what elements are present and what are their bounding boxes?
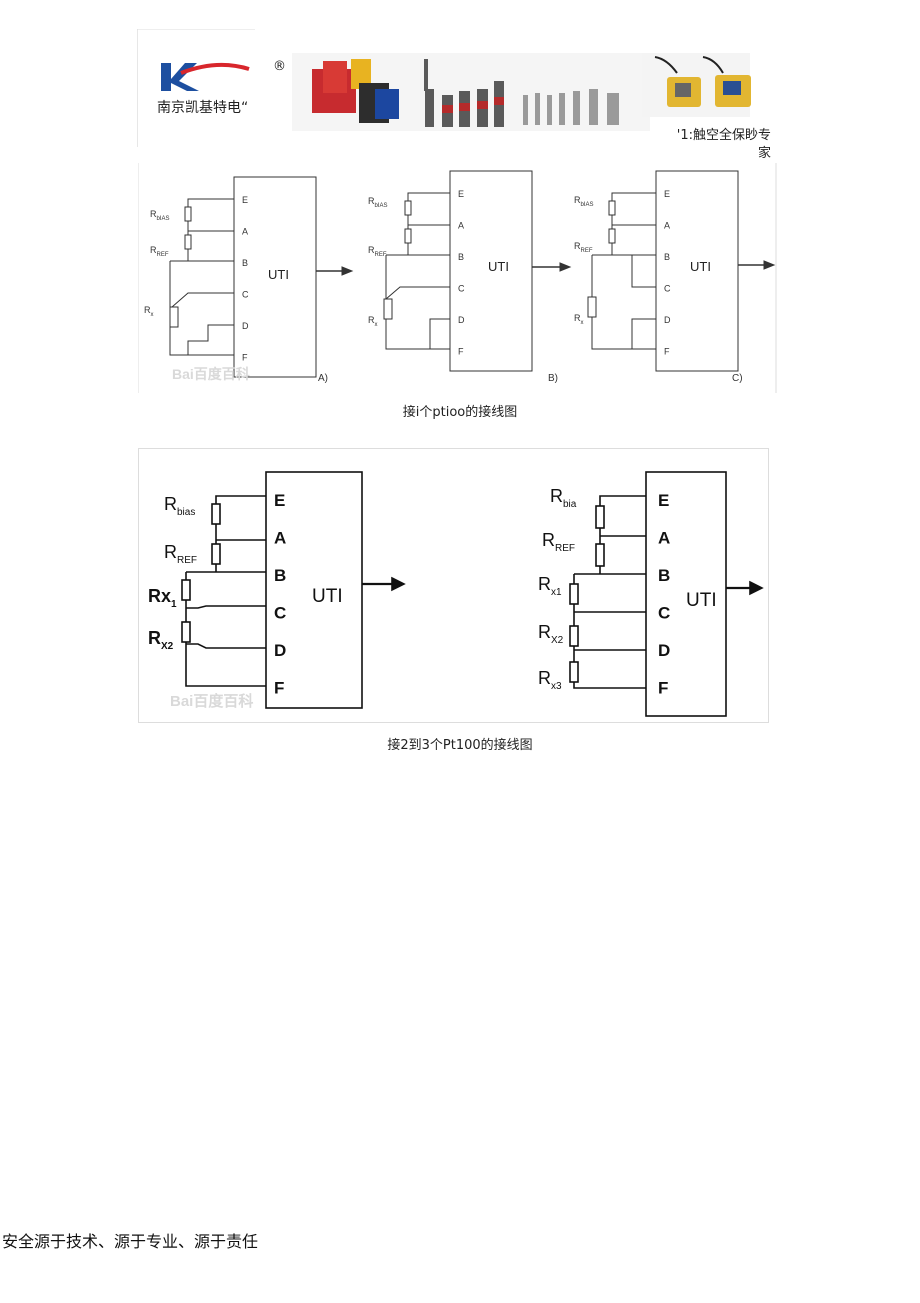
panel-label: B) <box>548 373 558 384</box>
slogan-line1: '1:触空全保眇专 <box>676 128 771 143</box>
baidu-watermark: Bai百度百科 <box>172 366 250 382</box>
figure-one-pt100-wiring: E A B C D F UTI A) RbIAS RREF Rx E A B C D F UTI B) RbIAS RR… <box>138 163 778 395</box>
terminal-b: B <box>274 566 286 585</box>
footer-slogan: 安全源于技术、源于专业、源于责任 <box>2 1232 259 1251</box>
panel-label: C) <box>732 373 743 384</box>
product-photos <box>292 53 650 131</box>
terminal-e: E <box>458 189 464 199</box>
terminal-b: B <box>658 566 670 585</box>
r-bias-label: RbIAS <box>574 195 594 208</box>
baidu-watermark: Bai百度百科 <box>170 692 253 710</box>
terminal-d: D <box>242 321 249 331</box>
r-x-label: Rx <box>368 315 378 328</box>
uti-block-a <box>233 176 317 378</box>
uti-block-c <box>655 170 739 372</box>
terminal-a: A <box>458 221 464 231</box>
terminal-f: F <box>664 347 670 357</box>
company-logo <box>161 62 250 91</box>
terminal-d: D <box>658 641 670 660</box>
sensor-photos <box>642 53 751 117</box>
terminal-b: B <box>458 252 464 262</box>
r-x-label: Rx <box>144 305 154 318</box>
left-resistor-label: Rx1 <box>148 586 177 610</box>
r-x-label: Rx <box>574 313 584 326</box>
terminal-d: D <box>458 315 465 325</box>
uti-block-left <box>265 471 363 709</box>
terminal-d: D <box>664 315 671 325</box>
uti-block-b <box>449 170 533 372</box>
company-header: 南京凯基特电“ ® '1:触空全保眇专 家 <box>137 29 771 161</box>
r-ref-label: RREF <box>574 241 593 254</box>
left-resistor-label: RREF <box>164 542 197 566</box>
uti-label: UTI <box>690 259 711 274</box>
terminal-a: A <box>664 221 670 231</box>
uti-label: UTI <box>686 590 717 611</box>
r-bias-label: RbIAS <box>150 209 170 222</box>
terminal-c: C <box>664 284 671 294</box>
figure-one-caption: 接i个ptioo的接线图 <box>402 405 518 420</box>
terminal-c: C <box>242 290 249 300</box>
terminal-d: D <box>274 641 286 660</box>
terminal-b: B <box>242 258 248 268</box>
terminal-e: E <box>658 491 669 510</box>
figure-two-caption: 接2到3个Pt100的接线图 <box>387 738 533 753</box>
terminal-c: C <box>658 604 670 623</box>
right-resistor-label: Rx3 <box>538 668 562 692</box>
slogan-line2: 家 <box>757 146 771 161</box>
right-resistor-label: Rx1 <box>538 574 562 598</box>
terminal-e: E <box>664 189 670 199</box>
terminal-a: A <box>242 227 248 237</box>
terminal-c: C <box>274 604 286 623</box>
right-resistor-label: Rbia <box>550 486 577 510</box>
right-resistor-label: RREF <box>542 530 575 554</box>
terminal-a: A <box>658 529 670 548</box>
uti-label: UTI <box>488 259 509 274</box>
panel-label: A) <box>318 373 328 384</box>
terminal-b: B <box>664 252 670 262</box>
terminal-c: C <box>458 284 465 294</box>
uti-label: UTI <box>312 586 343 607</box>
header-banner <box>137 29 751 147</box>
company-name: 南京凯基特电“ <box>157 100 249 116</box>
r-ref-label: RREF <box>150 245 169 258</box>
terminal-f: F <box>458 347 464 357</box>
terminal-a: A <box>274 529 286 548</box>
r-bias-label: RbIAS <box>368 196 388 209</box>
terminal-e: E <box>274 491 285 510</box>
uti-block-right <box>645 471 727 717</box>
terminal-f: F <box>658 679 668 698</box>
uti-label: UTI <box>268 267 289 282</box>
terminal-f: F <box>274 679 284 698</box>
terminal-f: F <box>242 353 248 363</box>
left-resistor-label: Rbias <box>164 494 195 518</box>
right-resistor-label: RX2 <box>538 622 564 646</box>
terminal-e: E <box>242 195 248 205</box>
left-resistor-label: RX2 <box>148 628 174 652</box>
r-ref-label: RREF <box>368 245 387 258</box>
registered-mark: ® <box>273 59 286 74</box>
